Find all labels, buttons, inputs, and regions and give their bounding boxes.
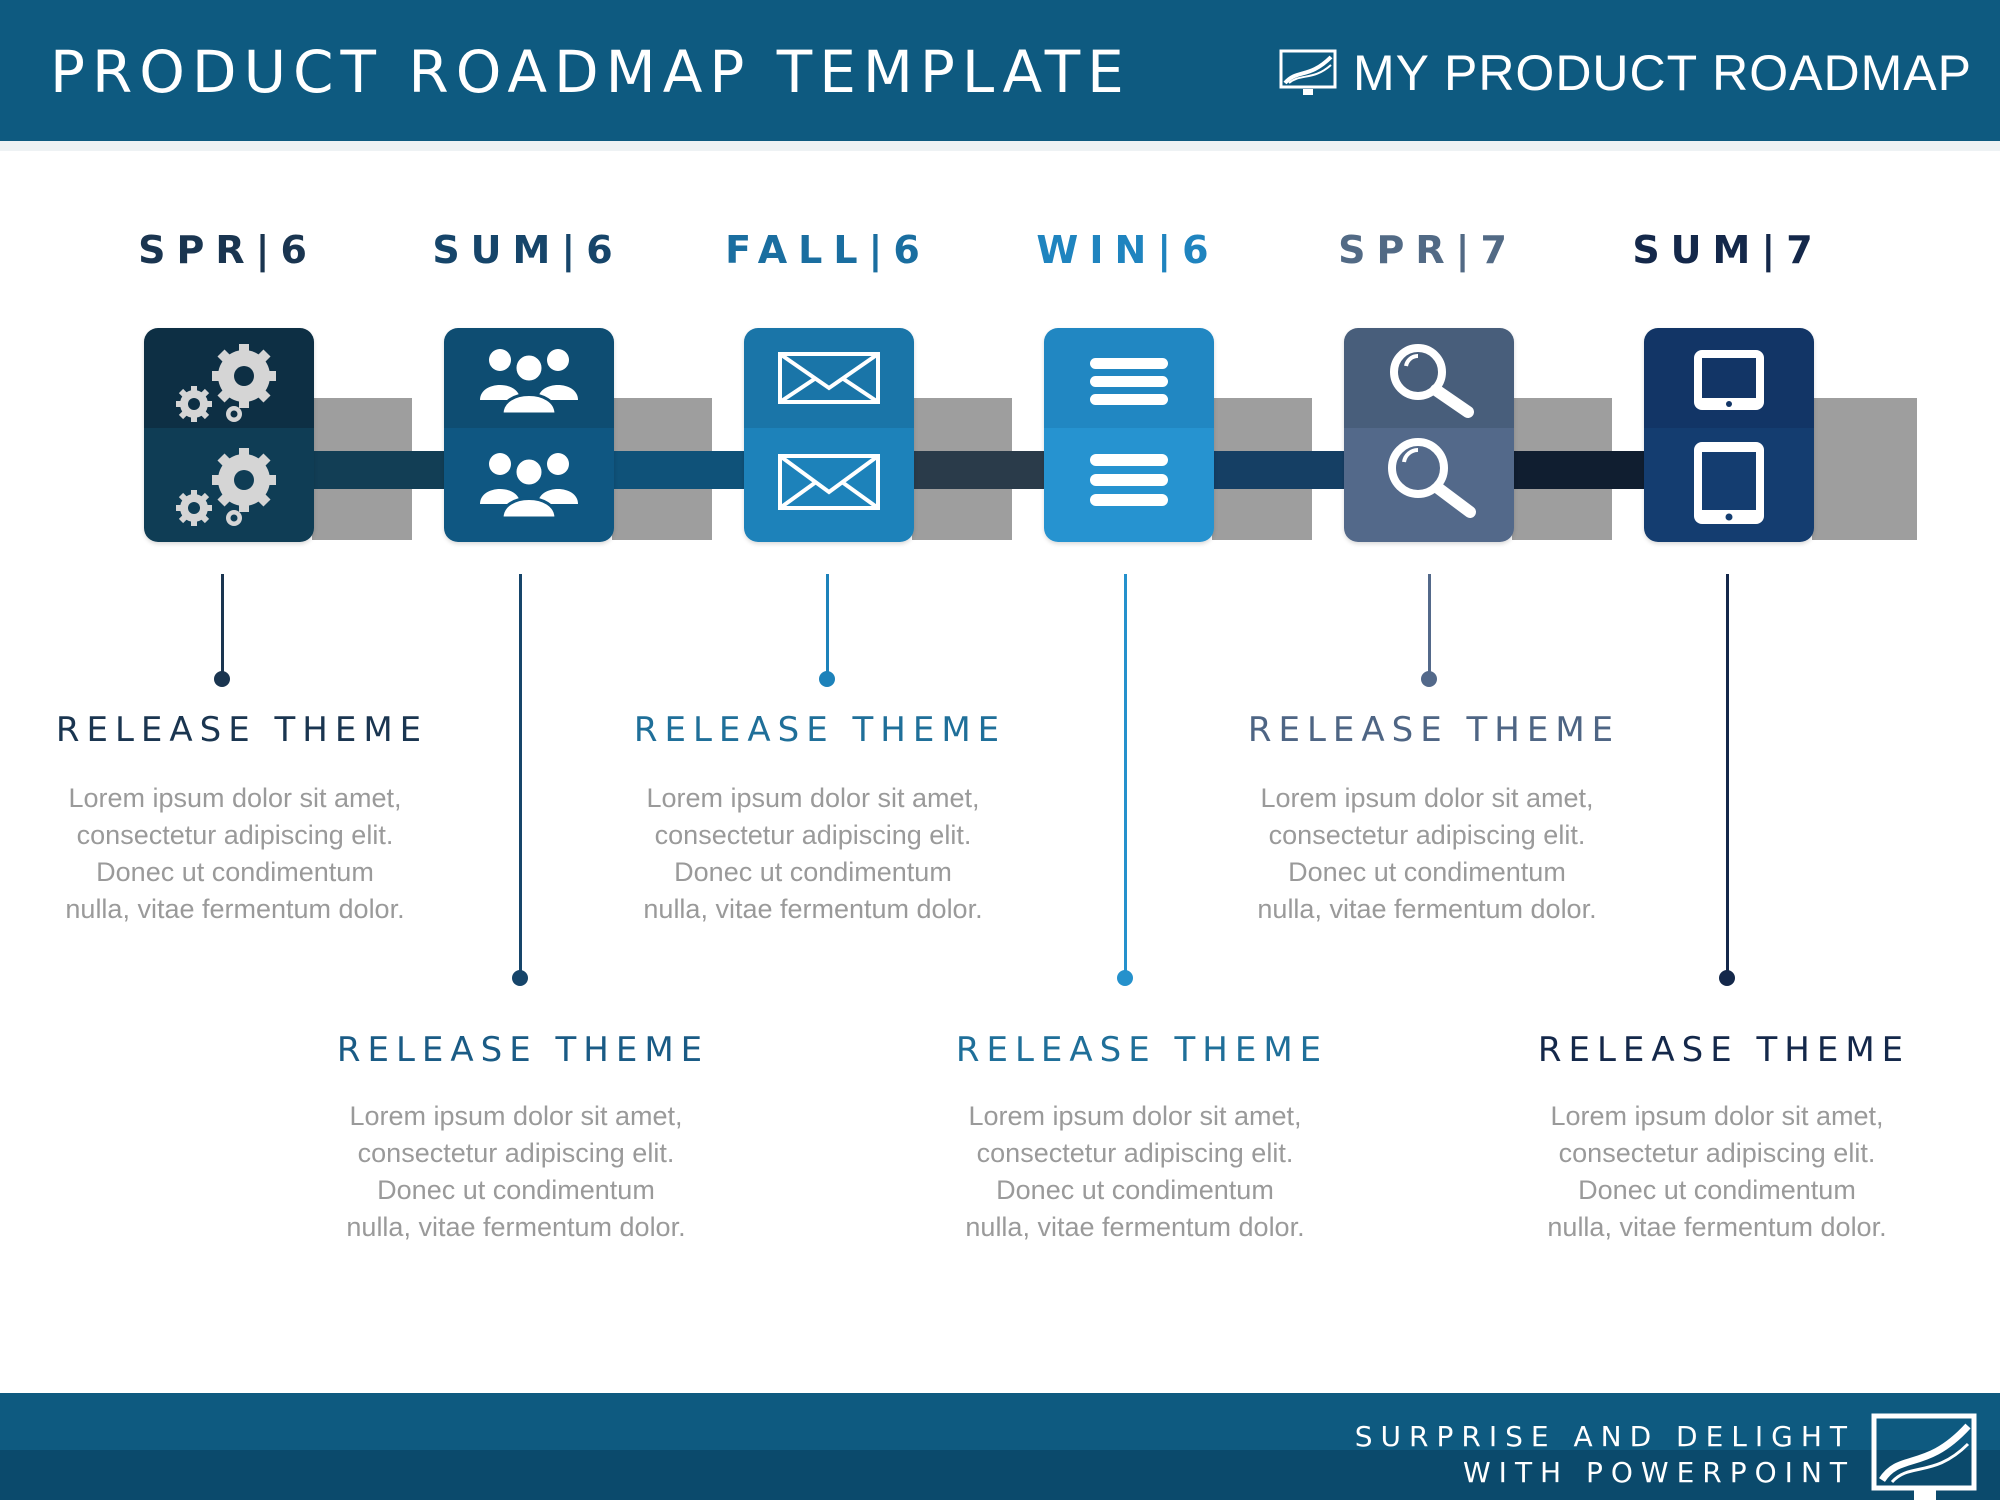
header-divider xyxy=(0,141,2000,151)
milestone-tile-6 xyxy=(1644,328,1814,542)
period-label-6: SUM|7 xyxy=(1632,228,1824,272)
release-theme-body-1: Lorem ipsum dolor sit amet, consectetur … xyxy=(65,783,405,924)
release-theme-body-5: Lorem ipsum dolor sit amet, consectetur … xyxy=(1257,783,1597,924)
period-label-3: FALL|6 xyxy=(725,228,931,272)
brand: MY PRODUCT ROADMAP xyxy=(1279,44,1972,102)
release-theme-body-4: Lorem ipsum dolor sit amet, consectetur … xyxy=(965,1101,1305,1242)
gears-icon xyxy=(176,448,276,526)
leader-line-6 xyxy=(1726,574,1729,978)
tablet-icon xyxy=(1694,442,1764,524)
period-label-1: SPR|6 xyxy=(138,228,318,272)
leader-line-3 xyxy=(826,574,829,678)
leader-line-1 xyxy=(221,574,224,678)
release-theme-title-1: RELEASE THEME xyxy=(55,710,429,750)
leader-dot-5 xyxy=(1421,671,1437,687)
timeline-connector xyxy=(1212,451,1346,489)
envelope-icon xyxy=(778,454,880,510)
magnifier-icon xyxy=(1388,438,1476,518)
footer-band xyxy=(0,1450,2000,1500)
road-logo-icon xyxy=(1279,49,1337,95)
timeline-connector xyxy=(312,451,446,489)
release-theme-body-6: Lorem ipsum dolor sit amet, consectetur … xyxy=(1547,1101,1887,1242)
timeline-connector xyxy=(612,451,746,489)
page-title: PRODUCT ROADMAP TEMPLATE xyxy=(50,38,1131,106)
leader-dot-2 xyxy=(512,970,528,986)
release-theme-body-2: Lorem ipsum dolor sit amet, consectetur … xyxy=(346,1101,686,1242)
release-theme-body-3: Lorem ipsum dolor sit amet, consectetur … xyxy=(643,783,983,924)
leader-dot-3 xyxy=(819,671,835,687)
milestone-tile-3 xyxy=(744,328,914,542)
timeline-connector xyxy=(912,451,1046,489)
milestone-tile-4 xyxy=(1044,328,1214,542)
list-icon xyxy=(1090,454,1168,506)
period-label-4: WIN|6 xyxy=(1036,228,1220,272)
list-icon xyxy=(1090,358,1168,405)
brand-name: MY PRODUCT ROADMAP xyxy=(1352,45,1972,101)
magnifier-icon xyxy=(1390,344,1474,418)
leader-dot-6 xyxy=(1719,970,1735,986)
milestone-tile-1 xyxy=(144,328,314,542)
milestone-tile-5 xyxy=(1344,328,1514,542)
leader-line-2 xyxy=(519,574,522,978)
leader-dot-4 xyxy=(1117,970,1133,986)
period-label-5: SPR|7 xyxy=(1338,228,1518,272)
leader-line-5 xyxy=(1428,574,1431,678)
footer-tagline-2: WITH POWERPOINT xyxy=(1463,1456,1855,1489)
tile-shadow xyxy=(1812,398,1917,540)
release-theme-title-5: RELEASE THEME xyxy=(1247,710,1621,750)
envelope-icon xyxy=(778,352,880,404)
gears-icon xyxy=(176,344,276,422)
header-bar xyxy=(0,0,2000,141)
milestone-tile-2 xyxy=(444,328,614,542)
road-logo-icon xyxy=(1871,1413,1977,1500)
period-label-2: SUM|6 xyxy=(432,228,624,272)
leader-line-4 xyxy=(1124,574,1127,978)
footer-tagline-1: SURPRISE AND DELIGHT xyxy=(1354,1420,1855,1453)
leader-dot-1 xyxy=(214,671,230,687)
timeline-connector xyxy=(1512,451,1646,489)
tablet-icon xyxy=(1694,350,1764,410)
release-theme-title-2: RELEASE THEME xyxy=(336,1030,710,1070)
people-icon xyxy=(480,349,578,416)
release-theme-title-3: RELEASE THEME xyxy=(633,710,1007,750)
release-theme-title-4: RELEASE THEME xyxy=(955,1030,1329,1070)
release-theme-title-6: RELEASE THEME xyxy=(1537,1030,1911,1070)
people-icon xyxy=(480,453,578,520)
